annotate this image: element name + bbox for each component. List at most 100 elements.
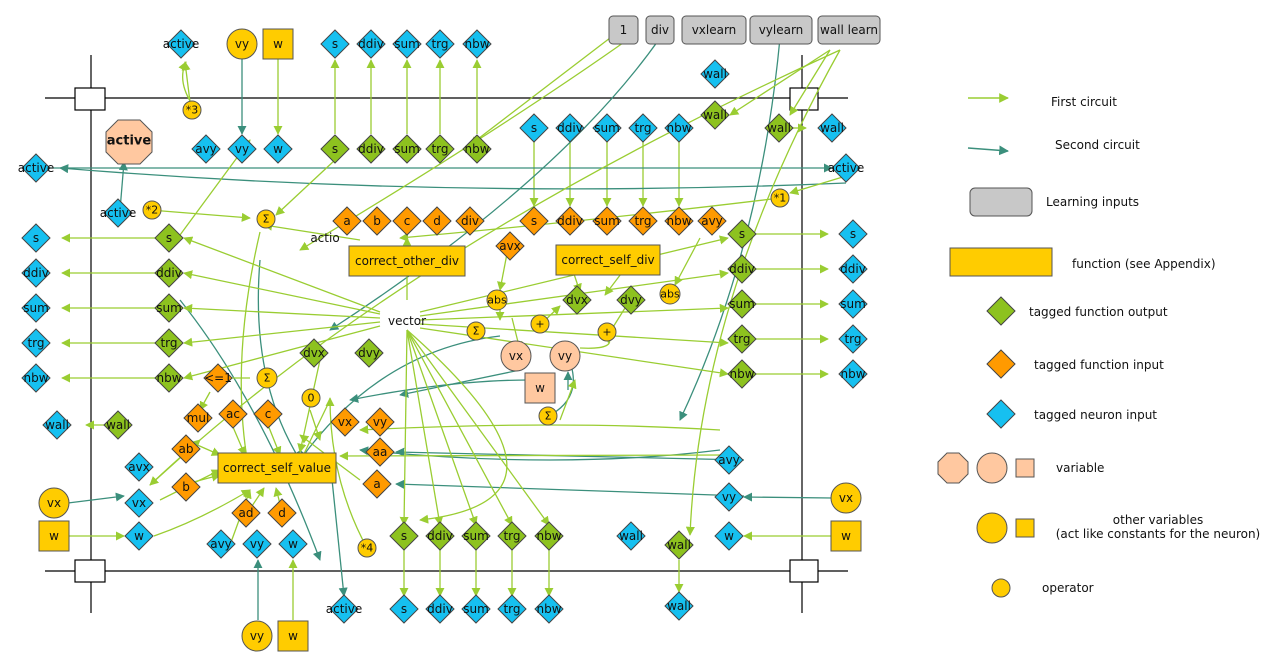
left-sum-function-output: sum	[156, 301, 182, 315]
sum-operator-top-shape	[256, 209, 276, 229]
sum-operator-top: Σ	[263, 213, 270, 226]
self-div-input-ddiv-shape	[555, 206, 585, 236]
sum-operator-bottom-shape	[538, 406, 558, 426]
times2-operator-shape	[142, 200, 162, 220]
bottom-sum-output-shape	[461, 594, 491, 624]
value-input-vy-shape	[365, 407, 395, 437]
top-wall-output: wall	[703, 108, 727, 122]
right-wall-neuron-input-shape	[817, 113, 847, 143]
left-w-variable-shape	[38, 520, 70, 552]
top-wall-neuron-input: wall	[703, 67, 727, 81]
value-output-dvx-shape	[299, 338, 329, 368]
bottom-s-output-shape	[389, 594, 419, 624]
bottom-sum-output: sum	[463, 602, 489, 616]
learning-input-0: 1	[620, 23, 628, 37]
legend-other-variable-circle-swatch	[976, 512, 1008, 544]
legend-variable-circle-swatch	[976, 452, 1008, 484]
right-s-function-output-shape	[727, 219, 757, 249]
left-active-output: active	[18, 161, 54, 175]
function-output-sum: sum	[394, 142, 420, 156]
second-circuit-edge	[743, 492, 833, 502]
right-ddiv-function-output-shape	[727, 254, 757, 284]
other-div-input-c-shape	[392, 206, 422, 236]
right-ddiv-output-shape	[838, 254, 868, 284]
neuron-input-sum-shape	[392, 29, 422, 59]
bottom-active-output: active	[326, 602, 362, 616]
bottom-s-function-output-shape	[389, 521, 419, 551]
sum-operator-bottom: Σ	[545, 410, 552, 423]
top-avy-input-shape	[191, 134, 221, 164]
left-s-output: s	[33, 231, 39, 245]
actio-label: actio	[310, 231, 339, 245]
other-div-input-d-shape	[422, 206, 452, 236]
legend-learning-input-swatch	[969, 187, 1033, 217]
abs-operator-left-shape	[486, 289, 508, 311]
times3-operator-shape	[182, 100, 202, 120]
bottom-vy-input: vy	[250, 537, 264, 551]
times2-operator: *2	[146, 204, 159, 217]
left-ddiv-output-shape	[21, 258, 51, 288]
first-circuit-edge	[183, 236, 381, 313]
bottom-ddiv-output-shape	[425, 594, 455, 624]
left-ddiv-function-output: ddiv	[156, 266, 182, 280]
neuron-input-s: s	[332, 37, 338, 51]
value-input-ac: ac	[226, 407, 240, 421]
first-circuit-edge	[275, 159, 336, 216]
first-circuit-edge	[325, 397, 368, 549]
second-circuit-edge	[399, 369, 521, 398]
left-active-input: active	[100, 206, 136, 220]
first-circuit-edge	[419, 303, 729, 321]
neuron-input-ddiv-shape	[356, 29, 386, 59]
first-circuit-edge	[559, 379, 577, 421]
neuron-input-nbw: nbw	[464, 37, 489, 51]
bottom-s-output: s	[401, 602, 407, 616]
value-input-d: d	[278, 506, 286, 520]
legend-other-variable-square-swatch	[1015, 518, 1035, 538]
first-circuit-edge	[263, 221, 361, 241]
function-output-ddiv: ddiv	[358, 142, 384, 156]
legend-other-variables-sublabel: (act like constants for the neuron)	[1056, 527, 1261, 541]
left-wall-output-shape	[42, 410, 72, 440]
self-div-input-avx-shape	[495, 231, 525, 261]
value-input-aa: aa	[373, 445, 388, 459]
bottom-vy-variable: vy	[250, 629, 264, 643]
right-top-ddiv-input-shape	[555, 113, 585, 143]
bottom-sum-function-output-shape	[461, 521, 491, 551]
value-input-vx-shape	[330, 407, 360, 437]
left-trg-output-shape	[21, 328, 51, 358]
first-circuit-edge	[309, 409, 322, 441]
right-avy-input-shape	[714, 445, 744, 475]
right-vy-input: vy	[722, 490, 736, 504]
top-wall-output-shape	[700, 100, 730, 130]
right-nbw-output-shape	[838, 359, 868, 389]
learning-input-2-shape	[681, 15, 747, 45]
self-div-input-s-shape	[519, 206, 549, 236]
zero-operator: 0	[308, 392, 315, 405]
bottom-wall-input-shape	[616, 521, 646, 551]
right-top-sum-input: sum	[594, 121, 620, 135]
times1-operator-shape	[770, 188, 790, 208]
self-div-input-trg: trg	[634, 214, 651, 228]
mul-input: mul	[187, 411, 210, 425]
top-w-variable-shape	[262, 28, 294, 60]
plus-operator-right: +	[602, 326, 611, 339]
right-sum-function-output: sum	[729, 297, 755, 311]
self-div-input-avy-shape	[697, 206, 727, 236]
legend-function-label: function (see Appendix)	[1072, 257, 1216, 271]
legend-second-circuit-label: Second circuit	[1055, 138, 1140, 152]
value-input-ac-shape	[218, 399, 248, 429]
active-variable-shape	[105, 119, 153, 165]
top-wall-neuron-input-shape	[700, 59, 730, 89]
learning-input-3-shape	[749, 15, 813, 45]
left-vx-input: vx	[132, 496, 146, 510]
value-output-dvx: dvx	[303, 346, 325, 360]
vy-variable-shape	[549, 340, 581, 372]
top-vy-variable-shape	[226, 28, 258, 60]
other-div-input-div: div	[461, 214, 479, 228]
left-nbw-function-output: nbw	[156, 371, 181, 385]
correct-other-div-function-shape	[348, 245, 466, 277]
self-div-input-ddiv: ddiv	[557, 214, 583, 228]
self-div-output-dvx: dvx	[566, 293, 588, 307]
bottom-nbw-output-shape	[534, 594, 564, 624]
right-top-s-input-shape	[519, 113, 549, 143]
